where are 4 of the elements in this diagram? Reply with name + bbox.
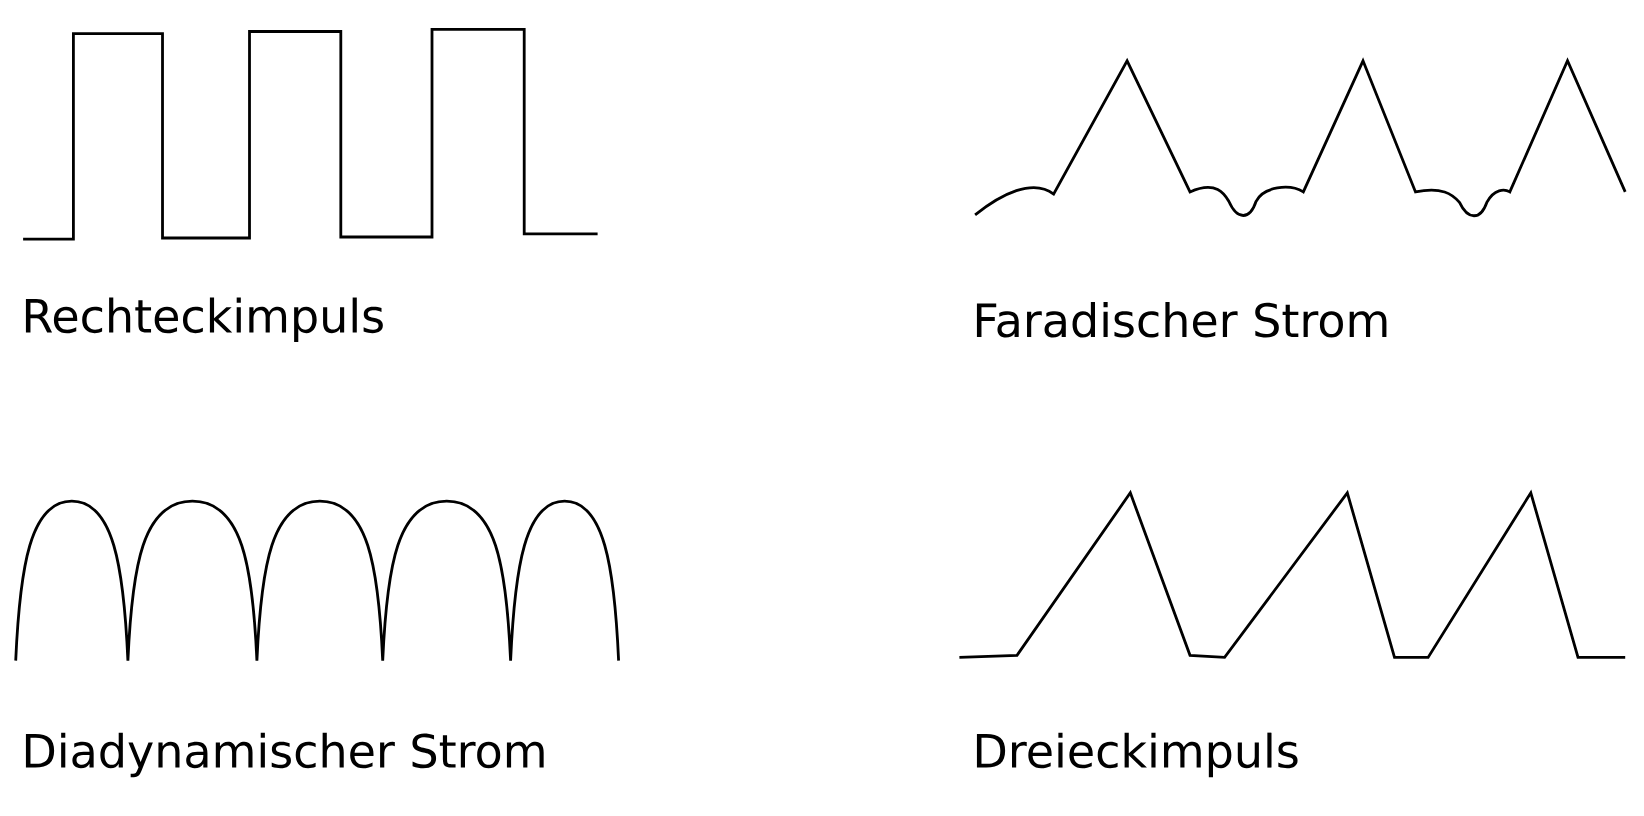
wave-label: Rechteckimpuls (25, 297, 383, 343)
wave-label: Faradischer Strom (976, 302, 1387, 338)
wave-label: Dreieckimpuls (976, 732, 1298, 778)
wave-label: Diadynamischer Strom (25, 732, 544, 778)
